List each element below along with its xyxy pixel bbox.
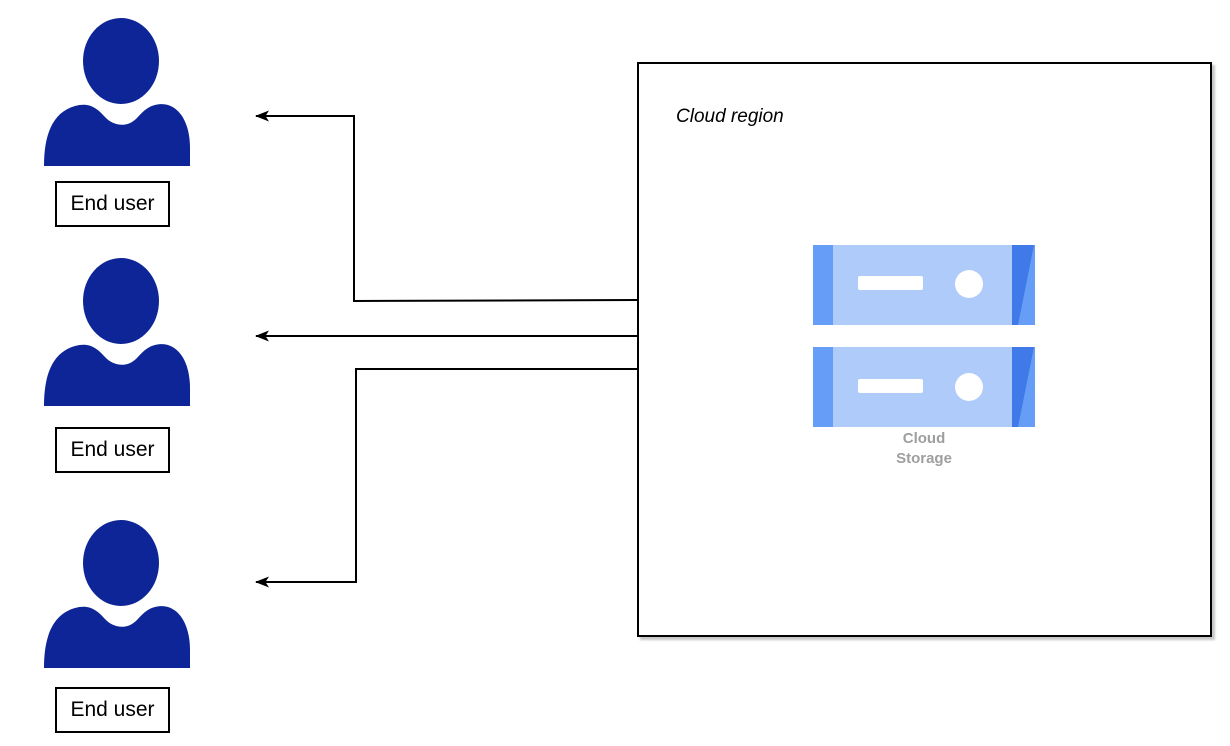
user-node-2 xyxy=(42,258,192,406)
cloud-storage-icon xyxy=(813,245,1035,427)
user-label-text: End user xyxy=(70,438,155,461)
user-body xyxy=(44,344,190,406)
cloud-region-title: Cloud region xyxy=(676,106,784,127)
user-head xyxy=(83,18,159,104)
user-label-3: End user xyxy=(55,687,170,733)
user-label-text: End user xyxy=(70,698,155,721)
user-node-3 xyxy=(42,520,192,668)
user-head xyxy=(83,258,159,344)
user-label-text: End user xyxy=(70,192,155,215)
user-body xyxy=(44,606,190,668)
user-node-1 xyxy=(42,18,192,166)
user-icon xyxy=(44,258,190,406)
user-icon xyxy=(44,520,190,668)
user-label-2: End user xyxy=(55,427,170,473)
cloud-storage-label: Cloud Storage xyxy=(896,430,952,467)
arrow-region-to-user-1 xyxy=(255,110,638,303)
arrow-region-to-user-3 xyxy=(255,368,637,588)
user-label-1: End user xyxy=(55,181,170,227)
user-body xyxy=(44,104,190,166)
user-icon xyxy=(44,18,190,166)
storage-bar-2 xyxy=(813,347,1035,427)
storage-bar-1 xyxy=(813,245,1035,325)
cloud-storage-node xyxy=(813,245,1035,432)
user-head xyxy=(83,520,159,606)
